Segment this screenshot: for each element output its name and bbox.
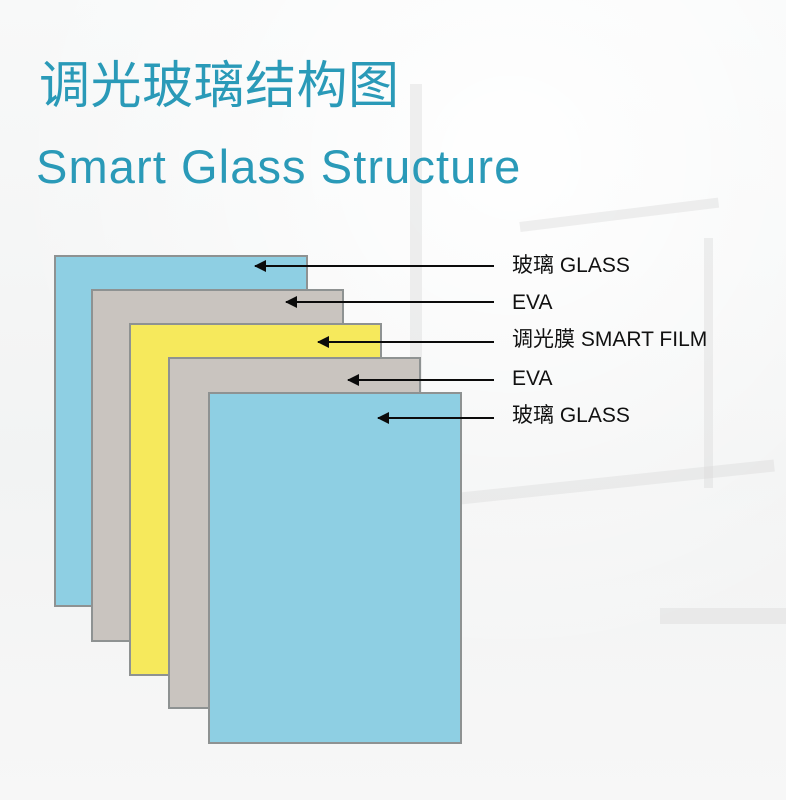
arrow-indicator: [377, 412, 494, 424]
english-title: Smart Glass Structure: [36, 140, 522, 193]
arrow-indicator: [347, 374, 494, 386]
arrow-indicator: [285, 296, 494, 308]
glass-layer-front: [208, 392, 462, 744]
layer-label-glass-top: 玻璃 GLASS: [512, 254, 630, 277]
background-line: [519, 197, 720, 232]
layer-label-eva-top: EVA: [512, 291, 553, 314]
layer-label-eva-bottom: EVA: [512, 367, 553, 390]
arrow-indicator: [254, 260, 494, 272]
background-line: [445, 459, 775, 506]
layer-label-glass-bottom: 玻璃 GLASS: [512, 404, 630, 427]
arrow-indicator: [317, 336, 494, 348]
background-line: [704, 238, 713, 488]
layer-label-smart-film: 调光膜 SMART FILM: [512, 328, 708, 351]
chinese-title: 调光玻璃结构图: [39, 57, 400, 116]
background-line: [660, 608, 786, 624]
